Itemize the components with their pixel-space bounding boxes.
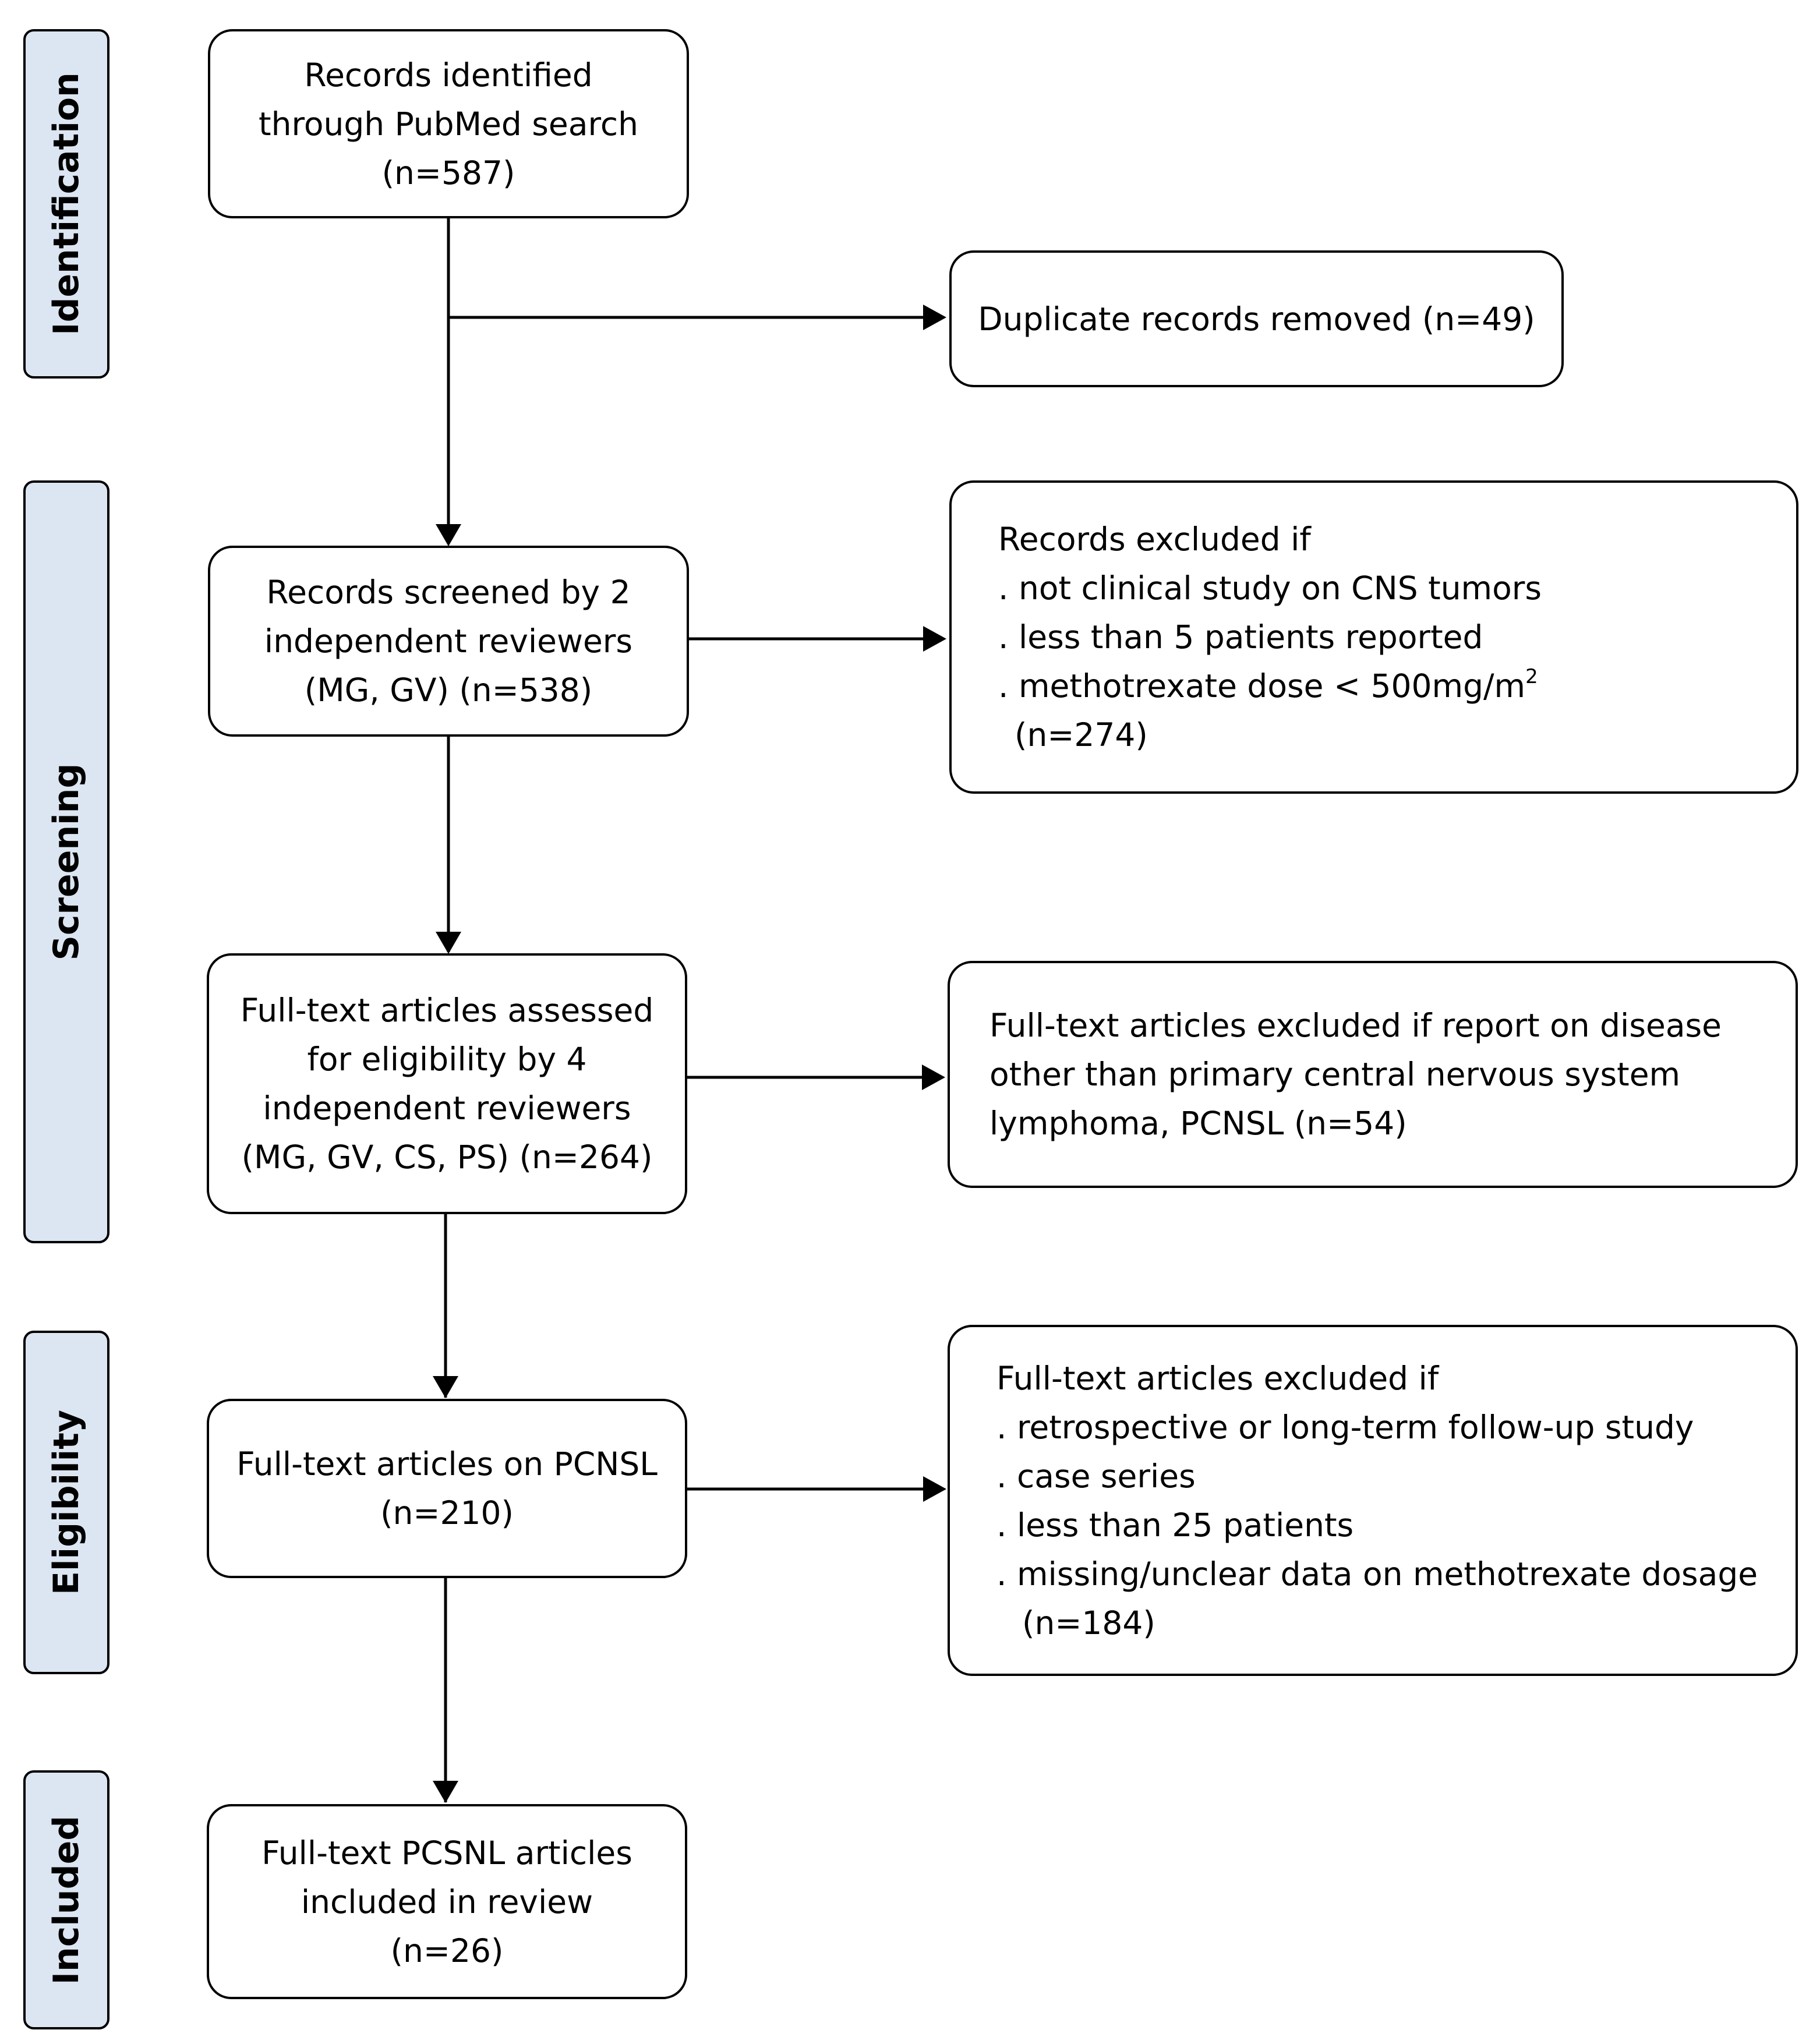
- box-fulltext-pcnsl: Full-text articles on PCNSL (n=210): [207, 1399, 687, 1578]
- box-text: (n=184): [1022, 1604, 1155, 1642]
- box-fulltext-assessed: Full-text articles assessed for eligibil…: [207, 953, 687, 1214]
- box-text: Records excluded if: [998, 521, 1311, 558]
- box-text: . missing/unclear data on methotrexate d…: [996, 1555, 1758, 1593]
- box-text: Records identified: [304, 56, 593, 94]
- box-text: . less than 25 patients: [996, 1506, 1354, 1544]
- arrowhead-assessed: [436, 932, 461, 954]
- box-fulltext-excluded: Full-text articles excluded if report on…: [948, 961, 1798, 1188]
- arrowhead-screen-excluded: [923, 626, 946, 652]
- box-records-screened: Records screened by 2 independent review…: [208, 546, 689, 737]
- box-text: included in review: [301, 1883, 593, 1921]
- box-text: independent reviewers: [264, 623, 633, 660]
- stage-screening: Screening: [23, 480, 109, 1243]
- box-duplicates-removed: Duplicate records removed (n=49): [949, 250, 1564, 387]
- arrowhead-screened: [436, 524, 461, 546]
- stage-included: Included: [23, 1770, 109, 2029]
- box-text: (n=274): [1015, 716, 1148, 754]
- arrowhead-pcnsl: [433, 1376, 458, 1398]
- box-text: Records screened by 2: [266, 574, 631, 611]
- stage-identification: Identification: [23, 29, 109, 379]
- box-text: . case series: [996, 1457, 1196, 1495]
- box-text: Full-text articles assessed: [240, 992, 654, 1029]
- box-text: lymphoma, PCNSL (n=54): [989, 1105, 1407, 1142]
- box-text: Duplicate records removed (n=49): [978, 300, 1535, 338]
- box-eligibility-excluded: Full-text articles excluded if . retrosp…: [948, 1325, 1798, 1676]
- box-text: (MG, GV, CS, PS) (n=264): [241, 1138, 653, 1176]
- box-text: . less than 5 patients reported: [998, 618, 1483, 656]
- superscript: 2: [1525, 665, 1538, 688]
- box-text: (n=26): [390, 1932, 504, 1969]
- box-text: . retrospective or long-term follow-up s…: [996, 1408, 1694, 1446]
- box-text: Full-text articles excluded if report on…: [989, 1007, 1722, 1044]
- arrowhead-eligibility-excluded: [923, 1476, 946, 1502]
- box-text: Full-text articles excluded if: [996, 1359, 1439, 1397]
- arrowhead-fulltext-excluded: [922, 1065, 945, 1090]
- box-records-identified: Records identified through PubMed search…: [208, 29, 689, 218]
- box-text-part: . methotrexate dose < 500mg/m: [998, 667, 1526, 705]
- box-text: independent reviewers: [263, 1090, 631, 1127]
- box-text: . methotrexate dose < 500mg/m2: [998, 662, 1538, 710]
- box-screening-excluded: Records excluded if . not clinical study…: [949, 480, 1798, 794]
- box-text: through PubMed search: [259, 105, 638, 143]
- box-text: other than primary central nervous syste…: [989, 1056, 1681, 1093]
- box-text: (MG, GV) (n=538): [304, 671, 593, 709]
- arrowhead-included: [433, 1781, 458, 1803]
- stage-eligibility: Eligibility: [23, 1331, 109, 1674]
- box-text: (n=587): [381, 154, 515, 192]
- box-text: . not clinical study on CNS tumors: [998, 570, 1542, 607]
- box-text: for eligibility by 4: [307, 1041, 587, 1078]
- box-text: (n=210): [380, 1494, 514, 1532]
- box-text: Full-text articles on PCNSL: [236, 1445, 658, 1483]
- arrowhead-duplicates: [923, 305, 946, 330]
- box-text: Full-text PCSNL articles: [261, 1834, 632, 1872]
- box-included-in-review: Full-text PCSNL articles included in rev…: [207, 1804, 687, 1999]
